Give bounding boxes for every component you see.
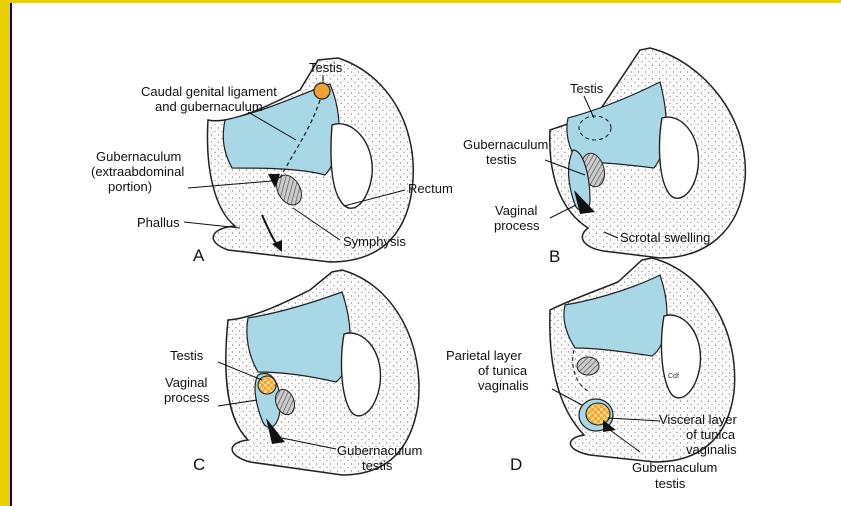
label-scrotal-b: Scrotal swelling: [620, 230, 710, 245]
panel-letter-a: A: [193, 246, 205, 265]
testis-d: [586, 403, 610, 425]
label-testis-b: Testis: [570, 81, 604, 96]
panel-c: Testis Vaginal process Gubernaculum test…: [164, 270, 422, 475]
panel-d: Cdf Parietal layer of tunica vaginalis V…: [446, 258, 737, 491]
label-gub-a-2: (extraabdominal: [91, 164, 184, 179]
testis-a: [314, 83, 330, 99]
label-gub-b-2: testis: [486, 152, 517, 167]
label-vag-b-2: process: [494, 218, 540, 233]
panel-letter-c: C: [193, 455, 205, 474]
label-vag-c-1: Vaginal: [165, 375, 208, 390]
label-gub-c-1: Gubernaculum: [337, 443, 422, 458]
label-testis-a: Testis: [309, 60, 343, 75]
label-gub-c-2: testis: [362, 458, 393, 473]
label-ligament-a-1: Caudal genital ligament: [141, 84, 277, 99]
panel-letter-d: D: [510, 455, 522, 474]
label-gub-d-2: testis: [655, 476, 686, 491]
symphysis-d: [577, 357, 599, 375]
label-phallus-a: Phallus: [137, 215, 180, 230]
label-par-d-1: Parietal layer: [446, 348, 523, 363]
panel-b: Testis Gubernaculum testis Vaginal proce…: [463, 48, 745, 266]
label-par-d-3: vaginalis: [478, 378, 529, 393]
label-vis-d-2: of tunica: [686, 427, 736, 442]
label-ligament-a-2: and gubernaculum: [155, 99, 263, 114]
label-rectum-a: Rectum: [408, 181, 453, 196]
panel-letter-b: B: [549, 247, 560, 266]
label-symphysis-a: Symphysis: [343, 234, 406, 249]
label-vis-d-3: vaginalis: [686, 442, 737, 457]
label-testis-c: Testis: [170, 348, 204, 363]
testis-c: [258, 376, 276, 394]
label-par-d-2: of tunica: [478, 363, 528, 378]
slide-left-border: [0, 0, 10, 506]
label-vag-b-1: Vaginal: [495, 203, 538, 218]
label-gub-b-1: Gubernaculum: [463, 137, 548, 152]
illustrator-signature: Cdf: [668, 373, 679, 380]
label-gub-a-1: Gubernaculum: [96, 149, 181, 164]
label-gub-d-1: Gubernaculum: [632, 460, 717, 475]
label-vis-d-1: Visceral layer: [659, 412, 737, 427]
panel-a: Testis Caudal genital ligament and guber…: [91, 58, 453, 265]
testis-descent-diagram: Testis Caudal genital ligament and guber…: [12, 3, 841, 506]
label-gub-a-3: portion): [108, 179, 152, 194]
label-vag-c-2: process: [164, 390, 210, 405]
figure-canvas: Testis Caudal genital ligament and guber…: [12, 3, 841, 506]
